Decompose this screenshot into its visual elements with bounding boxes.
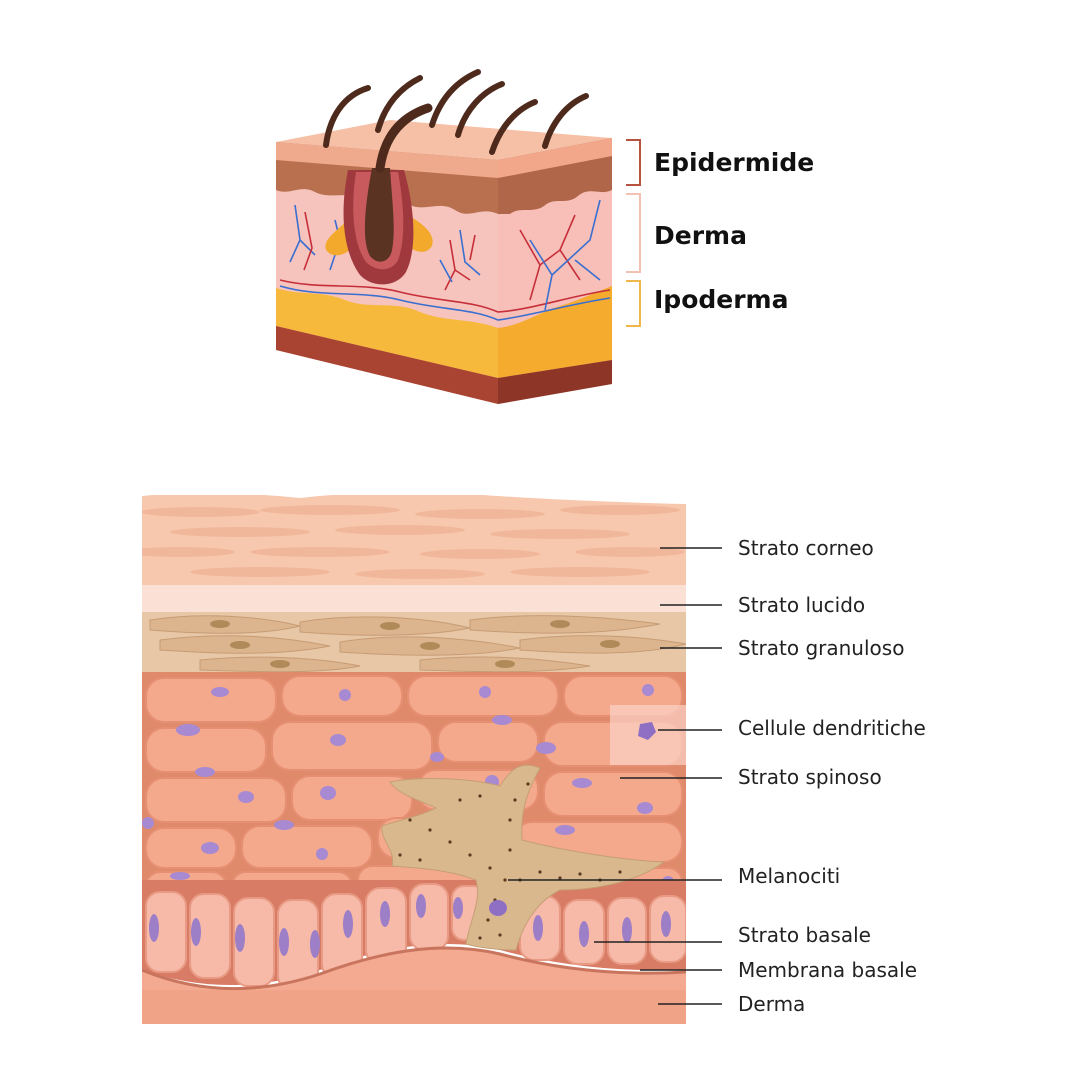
layer-strato-corneo [142,495,686,615]
label-strato-spinoso: Strato spinoso [738,765,882,789]
bracket-ipoderma [626,280,641,327]
melanocyte [381,764,666,951]
skin-top-surface [276,120,612,160]
layer-brackets [626,139,641,327]
skin-block-illustration [276,69,641,404]
label-strato-lucido: Strato lucido [738,593,866,617]
layer-derma [142,946,686,1024]
label-derma-top: Derma [654,221,747,250]
label-strato-basale: Strato basale [738,923,871,947]
hair-follicle [325,168,433,285]
layer-strato-granuloso [142,612,686,676]
label-strato-granuloso: Strato granuloso [738,636,905,660]
label-ipoderma: Ipoderma [654,285,789,314]
nuclei-basale [149,894,671,958]
basement-membrane-line [142,946,686,990]
label-epidermide: Epidermide [654,148,815,177]
leader-lines [508,547,722,1005]
dendritic-cell [638,722,656,740]
corneum-edge [142,491,686,504]
skin-right-face [498,138,612,404]
label-melanociti: Melanociti [738,864,841,888]
label-cellule-dendritiche: Cellule dendritiche [738,716,926,740]
bracket-derma [626,193,641,273]
label-membrana-basale: Membrana basale [738,958,917,982]
label-strato-corneo: Strato corneo [738,536,874,560]
blood-vessels [279,199,611,321]
hairs [323,69,589,173]
bracket-epidermide [626,139,641,186]
label-derma-bottom: Derma [738,992,806,1016]
